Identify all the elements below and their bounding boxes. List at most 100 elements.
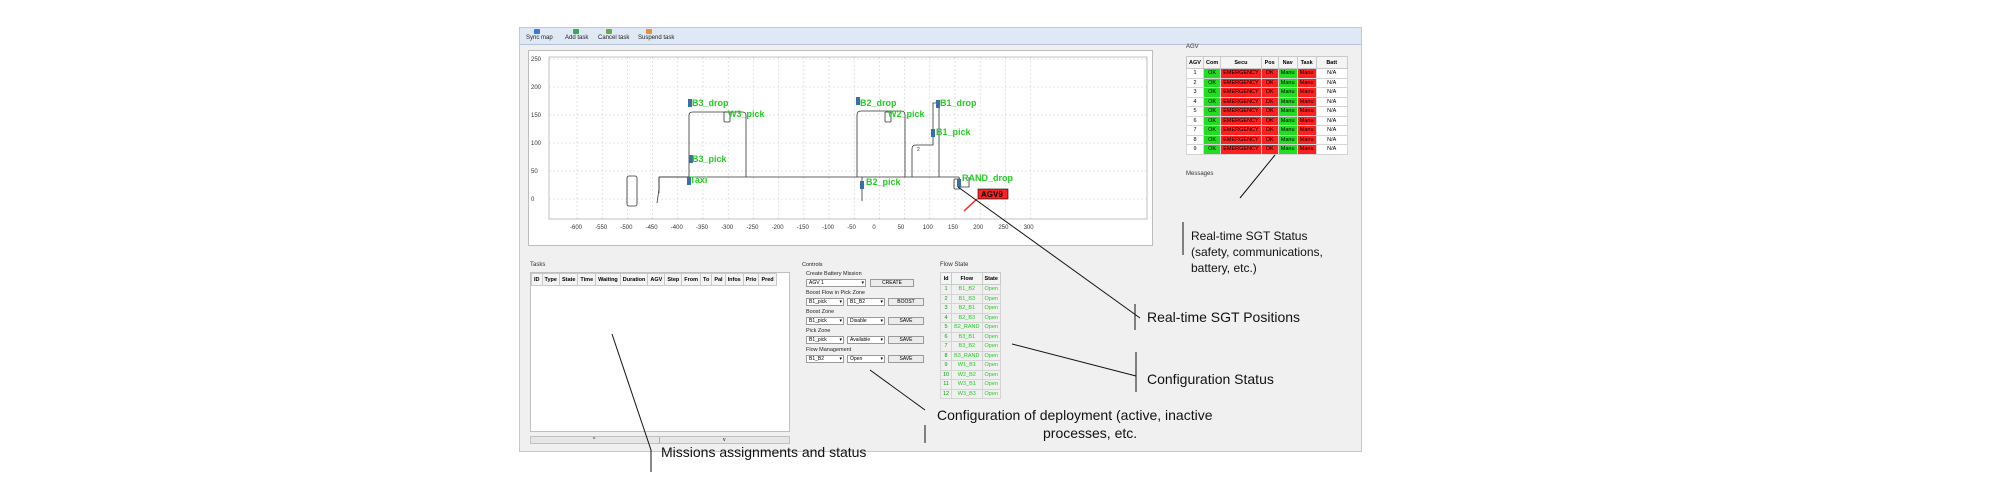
flow-state-title: Flow State: [940, 262, 969, 268]
flow-management-save-button[interactable]: SAVE: [888, 355, 924, 363]
agv-cell: N/A: [1315, 87, 1348, 98]
x-tick-label: -50: [847, 225, 856, 231]
agv-cell: Manu: [1296, 96, 1317, 107]
flow-name-cell: W3_B3: [951, 388, 983, 399]
flow-id-cell: 2: [939, 293, 953, 304]
agv-cell: OK: [1260, 68, 1279, 79]
agv-cell: EMERGENCY: [1220, 68, 1262, 79]
agv-cell: 8: [1186, 134, 1204, 145]
boost-button[interactable]: BOOST: [888, 298, 924, 306]
label-b2-pick: B2_pick: [866, 177, 902, 187]
agv-cell: Manu: [1296, 87, 1317, 98]
agv-column-header: Task: [1296, 56, 1317, 69]
task-column-header: Time: [577, 273, 597, 286]
pick-zone-state-select[interactable]: Available▾: [847, 336, 885, 344]
flow-id-cell: 7: [939, 341, 953, 352]
flow-management-flow-select[interactable]: B1_B2▾: [806, 355, 844, 363]
agv-cell: EMERGENCY: [1220, 134, 1262, 145]
agv-cell: Manu: [1296, 115, 1317, 126]
x-tick-label: -450: [646, 225, 659, 231]
agv-9-marker[interactable]: AGV9: [963, 188, 1009, 212]
tasks-horizontal-scrollbar[interactable]: ^ v: [530, 436, 790, 444]
boost-flow-zone-select[interactable]: B1_pick▾: [806, 298, 844, 306]
suspend-task-label: Suspend task: [638, 35, 675, 41]
boost-zone-label: Boost Zone: [806, 309, 835, 315]
agv-cell: Manu: [1277, 96, 1298, 107]
cancel-task-button[interactable]: Cancel task: [598, 29, 634, 43]
w3-pick-marker: [723, 111, 731, 123]
battery-agv-select[interactable]: AGV 1▾: [806, 279, 866, 287]
pick-zone-save-button[interactable]: SAVE: [888, 336, 924, 344]
flow-state-cell: Open: [981, 331, 1001, 342]
flow-state-cell: Open: [981, 388, 1001, 399]
agv-cell: Manu: [1296, 144, 1317, 155]
x-tick-label: 150: [948, 225, 959, 231]
annotation-missions: Missions assignments and status: [661, 444, 867, 460]
agv-supervision-window: Sync map Add task Cancel task Suspend ta…: [519, 27, 1362, 452]
suspend-task-button[interactable]: Suspend task: [638, 29, 680, 43]
chevron-down-icon: ▾: [880, 337, 883, 343]
chevron-down-icon: ▾: [880, 318, 883, 324]
flow-state-cell: Open: [981, 303, 1001, 314]
boost-zone-state-select[interactable]: Disable▾: [847, 317, 885, 325]
agv-column-header: Nav: [1277, 56, 1298, 69]
agv-column-header: Pos: [1260, 56, 1279, 69]
flow-column-header: Id: [939, 272, 953, 285]
agv-cell: N/A: [1315, 115, 1348, 126]
label-b1-pick: B1_pick: [936, 127, 972, 137]
cancel-icon: [606, 29, 612, 34]
scroll-left-icon[interactable]: ^: [593, 437, 596, 443]
y-tick-label: 200: [531, 85, 542, 91]
task-column-header: Prio: [742, 273, 760, 286]
add-task-button[interactable]: Add task: [565, 29, 593, 43]
flow-state-cell: Open: [981, 284, 1001, 295]
scroll-right-icon[interactable]: v: [723, 437, 726, 443]
chevron-down-icon: ▾: [861, 280, 864, 286]
boost-zone-save-button[interactable]: SAVE: [888, 317, 924, 325]
boost-zone-select[interactable]: B1_pick▾: [806, 317, 844, 325]
create-button[interactable]: CREATE: [870, 279, 914, 287]
label-w2-pick: W2_pick: [888, 109, 926, 119]
add-icon: [573, 29, 579, 34]
x-tick-label: -600: [570, 225, 583, 231]
annotation-sgt-status: Real-time SGT Status (safety, communicat…: [1191, 229, 1323, 275]
label-b1-drop: B1_drop: [940, 98, 977, 108]
agv-cell: 2: [1186, 77, 1204, 88]
sync-map-button[interactable]: Sync map: [526, 29, 560, 43]
boost-flow-flow-select[interactable]: B1_B2▾: [847, 298, 885, 306]
agv-cell: OK: [1202, 125, 1222, 136]
flow-management-state-select[interactable]: Open▾: [847, 355, 885, 363]
pick-zone-select[interactable]: B1_pick▾: [806, 336, 844, 344]
flow-id-cell: 9: [939, 360, 953, 371]
controls-title: Controls: [802, 262, 823, 268]
chevron-down-icon: ▾: [839, 299, 842, 305]
agv-cell: N/A: [1315, 134, 1348, 145]
flow-name-cell: B1_B2: [951, 284, 983, 295]
